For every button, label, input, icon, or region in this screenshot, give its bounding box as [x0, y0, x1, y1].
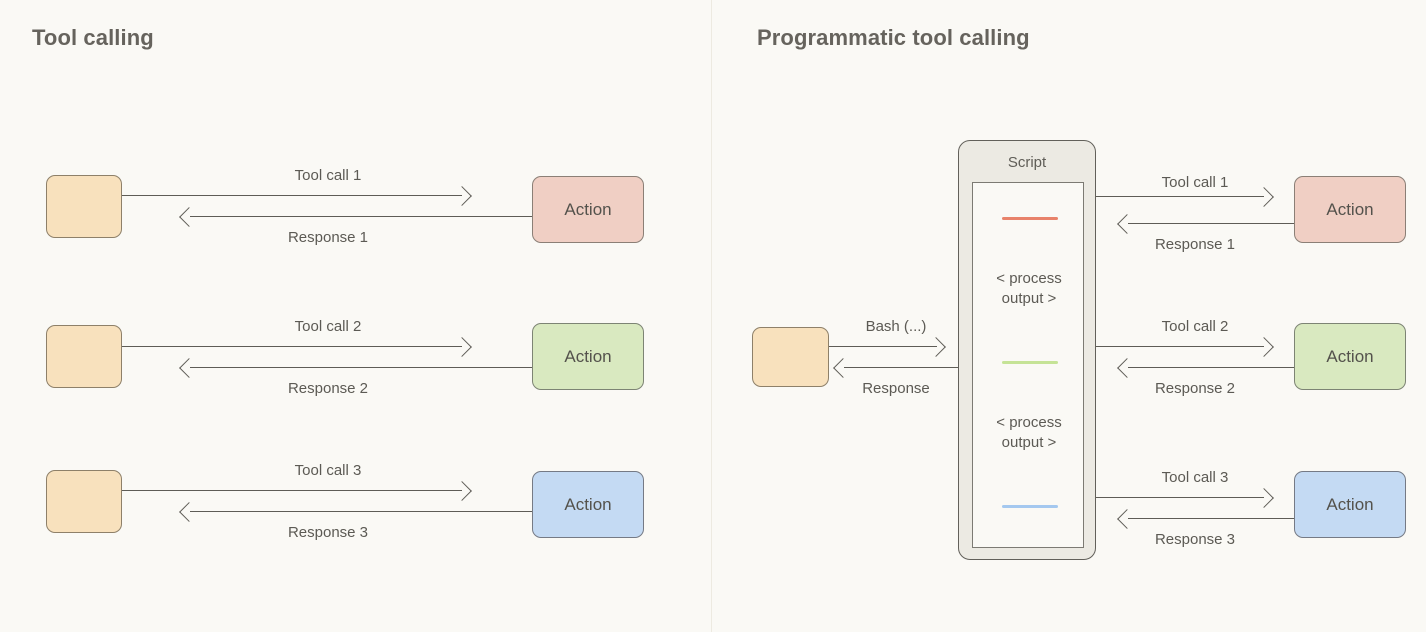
code-line-1 — [1002, 217, 1058, 220]
response-line-3 — [190, 511, 532, 512]
process-output-line-2: output > — [1001, 290, 1057, 307]
script-action-box-2: Action — [1294, 323, 1406, 390]
script-response-label-2: Response 2 — [1154, 380, 1236, 397]
code-line-2 — [1002, 361, 1058, 364]
response-label-1: Response 1 — [287, 229, 369, 246]
bash-response-label: Response — [862, 380, 930, 397]
action-box-3: Action — [532, 471, 644, 538]
script-request-line-3 — [1096, 497, 1264, 498]
script-response-label-3: Response 3 — [1154, 531, 1236, 548]
script-request-line-2 — [1096, 346, 1264, 347]
script-request-line-1 — [1096, 196, 1264, 197]
script-action-box-3: Action — [1294, 471, 1406, 538]
request-arrowhead-3 — [452, 481, 472, 501]
script-request-label-2: Tool call 2 — [1161, 318, 1229, 335]
script-response-line-1 — [1128, 223, 1294, 224]
process-output-block-1: < process output > — [973, 269, 1085, 309]
bash-request-arrowhead — [926, 337, 946, 357]
action-box-1: Action — [532, 176, 644, 243]
bash-request-line — [829, 346, 937, 347]
agent-box-3 — [46, 470, 122, 533]
code-line-3 — [1002, 505, 1058, 508]
request-label-1: Tool call 1 — [294, 167, 362, 184]
script-action-box-1: Action — [1294, 176, 1406, 243]
response-label-3: Response 3 — [287, 524, 369, 541]
process-output-line-3: < process — [996, 414, 1062, 431]
request-label-3: Tool call 3 — [294, 462, 362, 479]
script-title: Script — [1007, 154, 1047, 171]
script-response-line-3 — [1128, 518, 1294, 519]
response-line-2 — [190, 367, 532, 368]
bash-response-arrowhead — [833, 358, 853, 378]
process-output-line-4: output > — [1001, 434, 1057, 451]
script-code-area: < process output > < process output > — [972, 182, 1084, 548]
script-response-arrowhead-3 — [1117, 509, 1137, 529]
response-arrowhead-1 — [179, 207, 199, 227]
panel-divider — [711, 0, 712, 632]
request-label-2: Tool call 2 — [294, 318, 362, 335]
left-panel-title: Tool calling — [32, 25, 154, 50]
action-box-2: Action — [532, 323, 644, 390]
process-output-line-1: < process — [996, 270, 1062, 287]
right-panel-title: Programmatic tool calling — [757, 25, 1030, 50]
script-request-arrowhead-3 — [1254, 488, 1274, 508]
process-output-block-2: < process output > — [973, 413, 1085, 453]
script-response-label-1: Response 1 — [1154, 236, 1236, 253]
script-response-line-2 — [1128, 367, 1294, 368]
response-arrowhead-2 — [179, 358, 199, 378]
bash-response-line — [844, 367, 958, 368]
response-label-2: Response 2 — [287, 380, 369, 397]
script-request-arrowhead-2 — [1254, 337, 1274, 357]
agent-box-right — [752, 327, 829, 387]
request-arrowhead-2 — [452, 337, 472, 357]
agent-box-2 — [46, 325, 122, 388]
script-response-arrowhead-2 — [1117, 358, 1137, 378]
response-line-1 — [190, 216, 532, 217]
response-arrowhead-3 — [179, 502, 199, 522]
script-panel: Script < process output > < process outp… — [958, 140, 1096, 560]
agent-box-1 — [46, 175, 122, 238]
request-arrowhead-1 — [452, 186, 472, 206]
script-request-label-1: Tool call 1 — [1161, 174, 1229, 191]
request-line-3 — [122, 490, 462, 491]
bash-request-label: Bash (...) — [865, 318, 927, 335]
script-request-label-3: Tool call 3 — [1161, 469, 1229, 486]
script-response-arrowhead-1 — [1117, 214, 1137, 234]
request-line-2 — [122, 346, 462, 347]
request-line-1 — [122, 195, 462, 196]
